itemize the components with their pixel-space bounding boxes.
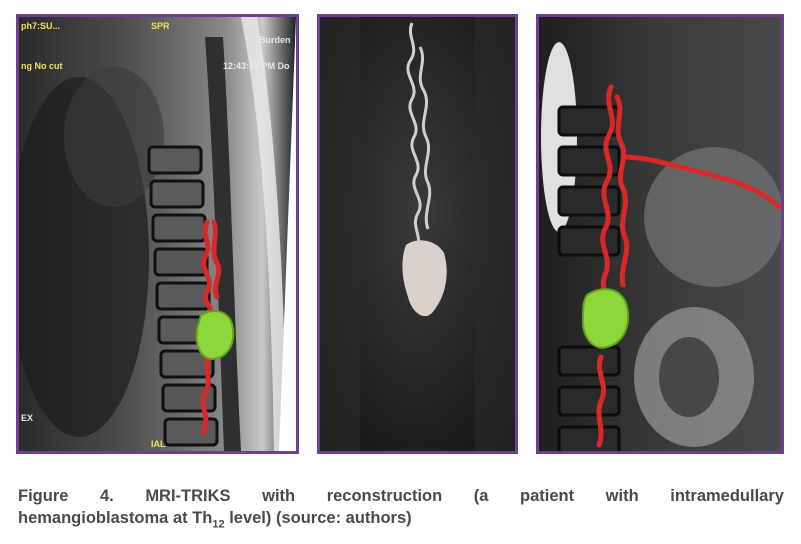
mri-image-sagittal bbox=[19, 17, 296, 451]
caption-word: intramedullary bbox=[670, 487, 784, 505]
caption-word: 4. bbox=[99, 487, 114, 505]
caption-word: Figure bbox=[18, 487, 69, 505]
overlay-left-bottom: EX bbox=[21, 413, 34, 423]
vessel-reconstruction-oblique bbox=[596, 84, 781, 448]
caption-word: (a bbox=[473, 487, 489, 505]
vessel-tortuous bbox=[406, 22, 432, 250]
mri-panel-coronal-angio bbox=[317, 14, 518, 454]
caption-text-end: level) (source: authors) bbox=[224, 509, 412, 527]
caption-line-1: Figure 4. MRI-TRIKS with reconstruction … bbox=[18, 485, 784, 507]
tumor-reconstruction-oblique bbox=[581, 288, 629, 349]
vessel-reconstruction bbox=[200, 219, 222, 436]
caption-word: patient bbox=[520, 487, 575, 505]
overlay-institution: Burden bbox=[259, 35, 291, 45]
vertebrae bbox=[147, 145, 219, 447]
mri-image-coronal-angio bbox=[320, 17, 515, 451]
overlay-time: 12:43:17 PM Do bbox=[223, 61, 290, 71]
caption-word: reconstruction bbox=[326, 487, 443, 505]
tumor-reconstruction bbox=[195, 310, 235, 361]
tumor-bright bbox=[402, 240, 447, 317]
overlay-cut-label: ng No cut bbox=[21, 61, 63, 71]
mri-image-oblique bbox=[539, 17, 781, 451]
overlay-orientation-top: SPR bbox=[151, 21, 170, 31]
caption-line-2: hemangioblastoma at Th12 level) (source:… bbox=[18, 507, 784, 535]
overlay-series: ph7:SU... bbox=[21, 21, 61, 31]
caption-word: with bbox=[605, 487, 639, 505]
figure-caption: Figure 4. MRI-TRIKS with reconstruction … bbox=[18, 485, 784, 535]
caption-subscript: 12 bbox=[212, 518, 225, 531]
overlay-orientation-bottom: IAL bbox=[151, 439, 166, 449]
caption-word: with bbox=[262, 487, 296, 505]
mri-panel-sagittal: ph7:SU... SPR Burden ng No cut 12:43:17 … bbox=[16, 14, 299, 454]
caption-text: hemangioblastoma at Th bbox=[18, 509, 213, 527]
caption-word: MRI-TRIKS bbox=[145, 487, 231, 505]
mri-panel-oblique bbox=[536, 14, 784, 454]
